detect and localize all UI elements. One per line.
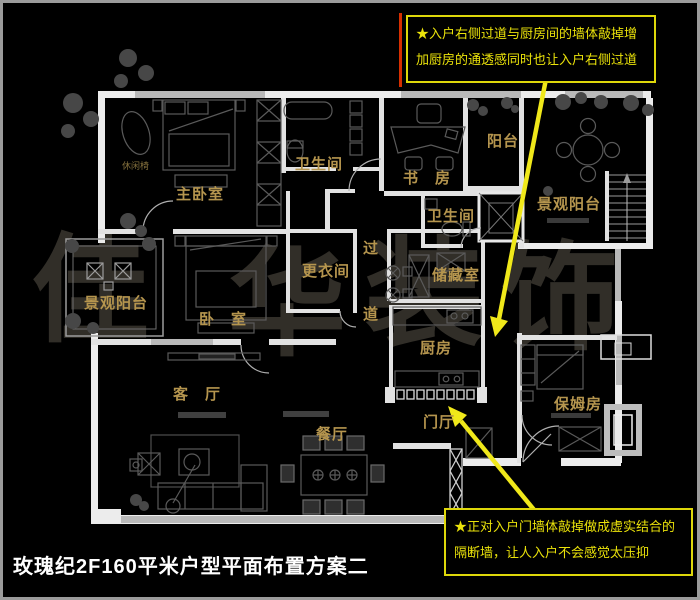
stairs-icon [609, 173, 646, 241]
callout-box-bottom: ★正对入户门墙体敲掉做成虚实结合的 隔断墙，让人入户不会感觉太压抑 [444, 508, 693, 576]
round-table-icon [555, 117, 621, 183]
annotation-arrow-bottom [448, 406, 537, 513]
kitchen-counter-icon [392, 306, 482, 388]
room-label-view-balcony-left: 景观阳台 [84, 295, 149, 312]
annotation-arrow-top [490, 78, 549, 337]
callout-bottom-line2: 隔断墙，让人入户不会感觉太压抑 [454, 545, 650, 560]
master-bed [152, 99, 246, 188]
foyer-partition [449, 448, 463, 516]
room-label-corridor-1: 过 [363, 240, 380, 257]
leisure-chair-icon [121, 111, 151, 155]
red-accent-line [399, 13, 402, 87]
bathtub-icon [283, 100, 363, 163]
room-label-master-bedroom: 主卧室 [176, 186, 225, 203]
callout-top-line1: ★入户右侧过道与厨房间的墙体敲掉增 [416, 26, 638, 41]
service-shaft-icon [600, 334, 652, 456]
room-label-kitchen: 厨房 [420, 340, 453, 357]
elevator-shaft-icon [477, 191, 525, 243]
curtain-bar-1 [178, 412, 226, 418]
interior-walls [91, 98, 617, 463]
door-arcs [142, 158, 561, 466]
washer-icons [385, 265, 413, 303]
toilet-icon [424, 198, 471, 237]
room-label-living-room: 客 厅 [173, 386, 222, 403]
plan-title: 玫瑰纪2F160平米户型平面布置方案二 [13, 556, 369, 578]
nanny-bed-icon [520, 344, 602, 452]
room-label-bathroom-2: 卫生间 [427, 208, 476, 225]
left-balcony-icon [65, 238, 164, 337]
bedroom-bed-icon [167, 235, 278, 361]
sofa-set-icon [129, 434, 268, 514]
dining-table-icon [280, 435, 385, 515]
room-label-foyer: 门厅 [423, 414, 456, 431]
furniture [65, 99, 621, 515]
callout-bottom-line1: ★正对入户门墙体敲掉做成虚实结合的 [454, 519, 676, 534]
label-leisure-chair: 休闲椅 [122, 161, 150, 171]
plants [61, 49, 654, 511]
wardrobe-icon [256, 99, 282, 227]
room-label-dining-room: 餐厅 [316, 426, 349, 443]
study-desk-icon [390, 103, 466, 171]
room-label-view-balcony-right: 景观阳台 [537, 196, 602, 213]
room-label-balcony: 阳台 [487, 133, 520, 150]
callout-box-top: ★入户右侧过道与厨房间的墙体敲掉增 加厨房的通透感同时也让入户右侧过道 [406, 15, 656, 83]
room-label-dressing-room: 更衣间 [302, 263, 351, 280]
window-walls [121, 91, 643, 523]
room-label-study: 书 房 [403, 170, 452, 187]
knocked-wall-dashed [396, 389, 475, 400]
dim-bar-2 [551, 413, 591, 418]
room-label-bedroom: 卧 室 [199, 311, 248, 328]
room-label-bathroom-1: 卫生间 [295, 156, 344, 173]
curtain-bar-2 [283, 411, 329, 417]
callout-top-line2: 加厨房的通透感同时也让入户右侧过道 [416, 52, 638, 67]
room-label-nanny-room: 保姆房 [554, 396, 603, 413]
floor-plan-drawing [61, 49, 654, 524]
dim-bar-1 [547, 218, 589, 223]
room-label-storage: 储藏室 [432, 267, 481, 284]
room-label-corridor-2: 道 [363, 306, 380, 323]
